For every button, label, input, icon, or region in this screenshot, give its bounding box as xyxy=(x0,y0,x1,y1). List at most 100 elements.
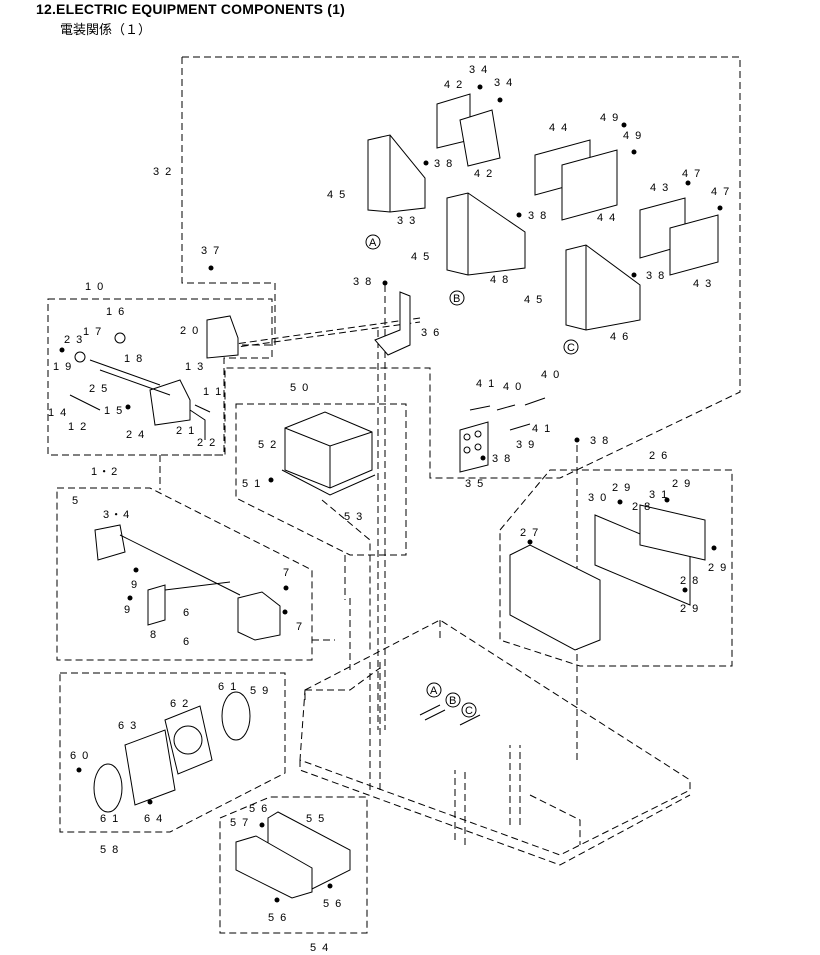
marker-b-top-label: B xyxy=(453,293,462,305)
callout-38: 3 8 xyxy=(590,435,610,447)
marker-a-base-label: A xyxy=(430,685,439,697)
callout-10: 1 0 xyxy=(85,281,105,293)
group-outline-54 xyxy=(219,796,368,934)
callout-61: 6 1 xyxy=(218,681,238,693)
callout-40: 4 0 xyxy=(503,381,523,393)
callout-47: 4 7 xyxy=(682,168,702,180)
callout-labels: 3 2 3 4 3 4 4 2 4 2 4 4 4 4 4 9 4 9 4 3 … xyxy=(48,64,731,954)
callout-45: 4 5 xyxy=(327,189,347,201)
marker-a-base xyxy=(426,682,442,698)
cover-54 xyxy=(235,811,351,899)
part-48-bracket xyxy=(446,192,526,276)
base-frame xyxy=(299,619,691,866)
callout-7: 7 xyxy=(283,567,291,579)
callout-6: 6 xyxy=(183,607,191,619)
callout-49: 4 9 xyxy=(600,112,620,124)
callout-37: 3 7 xyxy=(201,245,221,257)
part-33-bracket xyxy=(367,134,426,213)
callout-27: 2 7 xyxy=(520,527,540,539)
callout-12: 1 2 xyxy=(68,421,88,433)
part-52-transformer xyxy=(284,411,373,489)
callout-5: 5 xyxy=(72,495,80,507)
callout-35: 3 5 xyxy=(465,478,485,490)
group-outline-50 xyxy=(235,403,407,556)
callout-41: 4 1 xyxy=(476,378,496,390)
marker-c-base xyxy=(461,702,477,718)
callout-42: 4 2 xyxy=(444,79,464,91)
group-outline-58 xyxy=(59,672,286,833)
callout-25: 2 5 xyxy=(89,383,109,395)
callout-44: 4 4 xyxy=(597,212,617,224)
part-3-4-switch xyxy=(94,524,126,561)
callout-32: 3 2 xyxy=(153,166,173,178)
callout-19: 1 9 xyxy=(53,361,73,373)
page-subtitle: 電装関係（１） xyxy=(60,23,152,38)
part-57-plate xyxy=(235,835,313,899)
callout-21: 2 1 xyxy=(176,425,196,437)
marker-b-top xyxy=(449,290,465,306)
callout-17: 1 7 xyxy=(83,326,103,338)
callout-8: 8 xyxy=(150,629,158,641)
sub-assembly-1-2 xyxy=(94,524,281,641)
callout-7: 7 xyxy=(296,621,304,633)
callout-41: 4 1 xyxy=(532,423,552,435)
part-61-guard-b xyxy=(93,763,123,813)
marker-b-base-label: B xyxy=(449,695,458,707)
callout-60: 6 0 xyxy=(70,750,90,762)
callout-38: 3 8 xyxy=(528,210,548,222)
callout-29: 2 9 xyxy=(672,478,692,490)
callout-28: 2 8 xyxy=(632,501,652,513)
fan-assembly-58 xyxy=(93,691,251,813)
callout-52: 5 2 xyxy=(258,439,278,451)
callout-45: 4 5 xyxy=(411,251,431,263)
part-61-guard-a xyxy=(221,691,251,741)
callout-14: 1 4 xyxy=(48,407,68,419)
callout-15: 1 5 xyxy=(104,405,124,417)
part-8-bracket xyxy=(147,584,166,626)
group-outline-1-2 xyxy=(56,487,313,661)
part-27-bracket xyxy=(509,544,601,651)
part-7-box xyxy=(237,591,281,641)
marker-c-base-label: C xyxy=(465,705,474,717)
callout-56: 5 6 xyxy=(268,912,288,924)
callout-29: 2 9 xyxy=(708,562,728,574)
callout-57: 5 7 xyxy=(230,817,250,829)
sub-assembly-26 xyxy=(509,504,706,651)
callout-36: 3 6 xyxy=(421,327,441,339)
part-63-filter xyxy=(124,729,176,806)
callout-58: 5 8 xyxy=(100,844,120,856)
part-20-relay xyxy=(206,315,239,359)
callout-29: 2 9 xyxy=(612,482,632,494)
callout-48: 4 8 xyxy=(490,274,510,286)
callout-46: 4 6 xyxy=(610,331,630,343)
part-62-fan-hub xyxy=(173,725,203,755)
callout-23: 2 3 xyxy=(64,334,84,346)
callout-38: 3 8 xyxy=(353,276,373,288)
group-outline-32 xyxy=(181,56,741,479)
callout-62: 6 2 xyxy=(170,698,190,710)
callout-63: 6 3 xyxy=(118,720,138,732)
callout-59: 5 9 xyxy=(250,685,270,697)
group-outline-10 xyxy=(47,298,273,456)
callout-40: 4 0 xyxy=(541,369,561,381)
part-36-bracket xyxy=(374,291,411,356)
callout-50: 5 0 xyxy=(290,382,310,394)
callout-38: 3 8 xyxy=(434,158,454,170)
part-35-terminal-block xyxy=(459,421,489,473)
callout-38: 3 8 xyxy=(646,270,666,282)
callout-49: 4 9 xyxy=(623,130,643,142)
callout-43: 4 3 xyxy=(650,182,670,194)
callout-13: 1 3 xyxy=(185,361,205,373)
group-outline-26 xyxy=(499,469,733,667)
callout-6: 6 xyxy=(183,636,191,648)
callout-9: 9 xyxy=(131,579,139,591)
callout-51: 5 1 xyxy=(242,478,262,490)
callout-64: 6 4 xyxy=(144,813,164,825)
part-46-bracket xyxy=(565,244,641,331)
callout-53: 5 3 xyxy=(344,511,364,523)
callout-39: 3 9 xyxy=(516,439,536,451)
callout-47: 4 7 xyxy=(711,186,731,198)
callout-24: 2 4 xyxy=(126,429,146,441)
callout-56: 5 6 xyxy=(249,803,269,815)
